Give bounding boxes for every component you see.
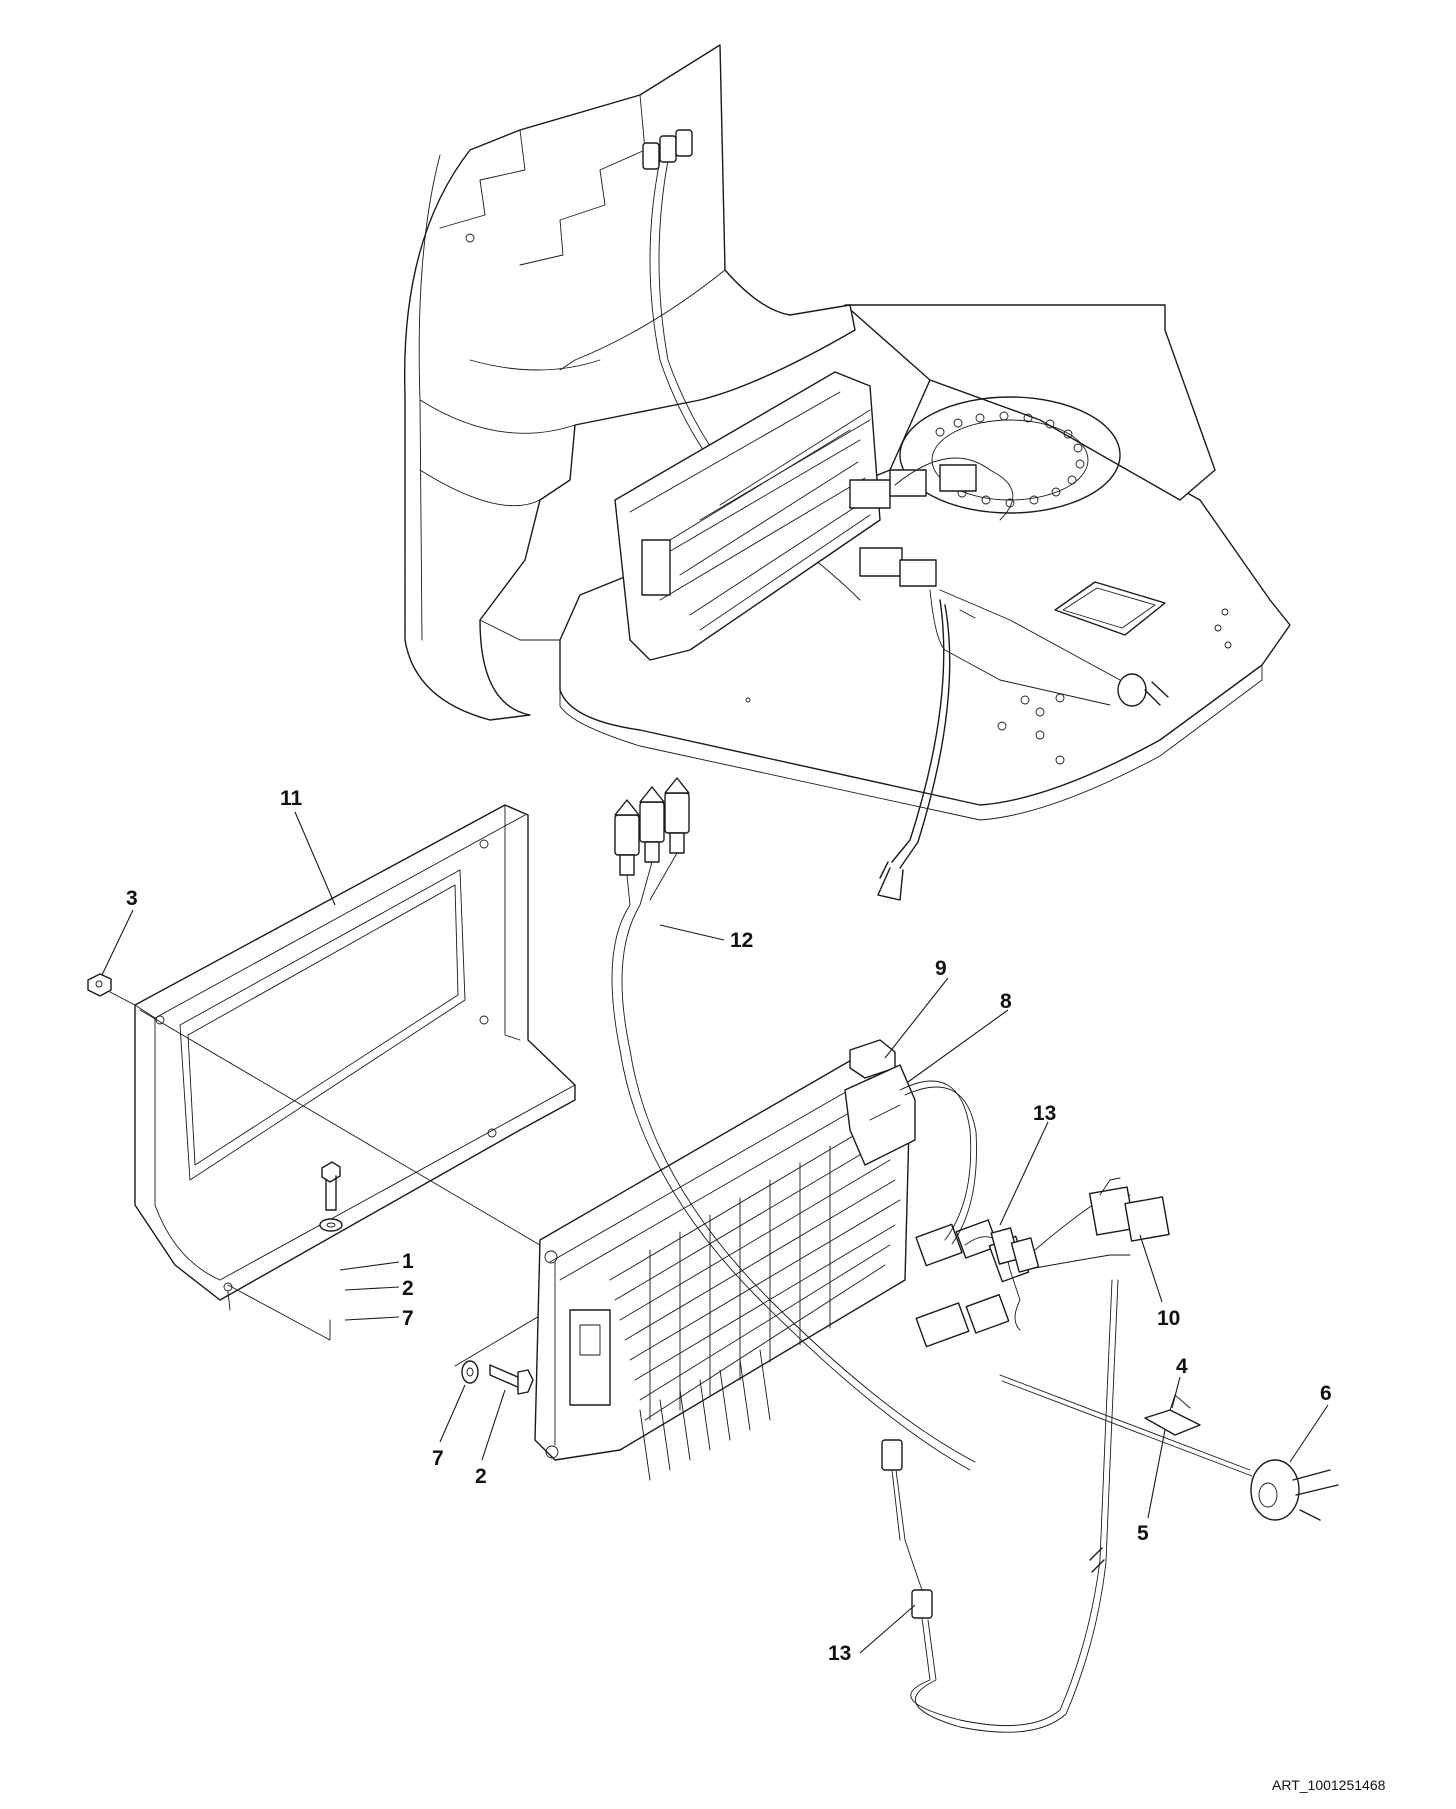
jumper-harness-upper <box>964 1192 1131 1331</box>
callout-7-upper: 7 <box>402 1307 414 1330</box>
callout-9: 9 <box>935 957 947 980</box>
bolt-and-washer-upper <box>319 1161 343 1232</box>
callout-2-upper: 2 <box>402 1277 414 1300</box>
exploded-view: 11 3 12 9 8 13 10 1 2 7 7 2 4 5 6 13 ART… <box>87 777 1386 1793</box>
nut <box>87 973 112 997</box>
callout-4: 4 <box>1176 1355 1188 1378</box>
plug <box>1250 1459 1339 1521</box>
installed-controller <box>614 371 881 661</box>
callout-8: 8 <box>1000 990 1012 1013</box>
mounting-bracket <box>134 804 576 1301</box>
callout-6: 6 <box>1320 1382 1332 1405</box>
wire-harness <box>611 777 976 1471</box>
rear-plate <box>844 304 1216 501</box>
callout-12: 12 <box>730 929 753 952</box>
callout-13-upper: 13 <box>1033 1102 1056 1125</box>
callout-11: 11 <box>280 787 303 810</box>
art-id-label: ART_1001251468 <box>1272 1777 1386 1793</box>
cable-clip <box>1144 1394 1201 1436</box>
callout-13-lower: 13 <box>828 1642 851 1665</box>
callout-10: 10 <box>1157 1307 1180 1330</box>
motor-controller <box>534 1039 1030 1481</box>
callout-labels: 11 3 12 9 8 13 10 1 2 7 7 2 4 5 6 13 <box>126 787 1332 1665</box>
connector-pair <box>1088 1177 1170 1242</box>
leader-lines <box>101 811 1329 1654</box>
counterweight-hood <box>403 44 856 721</box>
base-plate <box>559 379 1291 806</box>
power-cord <box>999 1374 1253 1477</box>
jumper-harness-lower <box>881 1279 1119 1733</box>
callout-7-lower: 7 <box>432 1447 444 1470</box>
cable-routing-arrow <box>891 599 945 863</box>
installed-assembly-view <box>403 44 1291 901</box>
callout-5: 5 <box>1137 1522 1149 1545</box>
callout-3: 3 <box>126 887 138 910</box>
callout-1: 1 <box>402 1250 414 1273</box>
bolt-and-washer-lower <box>461 1360 534 1395</box>
callout-2-lower: 2 <box>475 1465 487 1488</box>
